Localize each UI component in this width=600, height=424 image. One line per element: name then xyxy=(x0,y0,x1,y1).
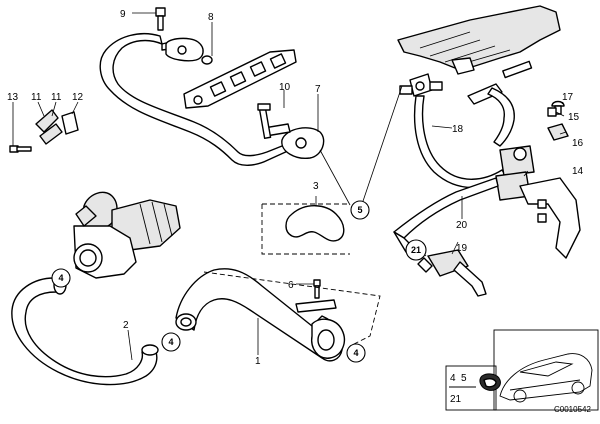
molded-hose-3[interactable] xyxy=(285,205,345,242)
callout-7: 7 xyxy=(315,84,321,95)
callout-4b: 4 xyxy=(168,337,173,347)
inset-label-21: 21 xyxy=(450,394,462,405)
callout-13: 13 xyxy=(7,92,19,103)
callout-5: 5 xyxy=(357,205,362,215)
clamp-11[interactable] xyxy=(35,109,63,145)
circled-callout-21: 21 xyxy=(405,239,427,261)
pipe-1[interactable] xyxy=(175,268,346,362)
clip-16[interactable] xyxy=(547,123,569,141)
gasket-12[interactable] xyxy=(61,111,79,135)
circled-callout-4c: 4 xyxy=(346,343,366,363)
circled-callout-4b: 4 xyxy=(161,332,181,352)
callout-17: 17 xyxy=(562,92,574,103)
bracket-14[interactable] xyxy=(519,177,581,259)
callout-10: 10 xyxy=(279,82,291,93)
callout-labels: 9 8 10 7 13 11 11 12 17 15 16 18 14 3 20… xyxy=(7,9,584,367)
filter-19[interactable] xyxy=(417,249,487,297)
diagram-code: C0010542 xyxy=(554,405,591,414)
vacuum-valve[interactable] xyxy=(399,73,443,97)
boundary-dash-1 xyxy=(261,204,350,255)
callout-4a: 4 xyxy=(58,273,63,283)
callout-3: 3 xyxy=(313,181,319,192)
callout-11a: 11 xyxy=(31,92,42,103)
hose-2[interactable] xyxy=(11,275,159,386)
boundary-dash-3 xyxy=(203,271,381,347)
inset-vehicle-panel xyxy=(445,329,599,411)
turbocharger[interactable] xyxy=(73,191,181,279)
callout-14: 14 xyxy=(572,166,584,177)
callout-4c: 4 xyxy=(353,348,358,358)
gasket-8[interactable] xyxy=(201,55,213,65)
callout-20: 20 xyxy=(456,220,468,231)
leader-lines xyxy=(12,12,567,361)
exhaust-manifold-gasket[interactable] xyxy=(183,49,297,109)
inset-label-4: 4 xyxy=(450,373,456,384)
callout-19: 19 xyxy=(456,243,468,254)
vacuum-line-20[interactable] xyxy=(393,177,499,253)
callout-6: 6 xyxy=(288,280,294,291)
callout-1: 1 xyxy=(255,356,261,367)
circled-callout-5: 5 xyxy=(350,200,370,220)
intake-manifold[interactable] xyxy=(397,5,561,79)
screw-6[interactable] xyxy=(313,279,321,299)
callout-9: 9 xyxy=(120,9,126,20)
bolt-10[interactable] xyxy=(257,103,272,139)
callout-11b: 11 xyxy=(51,92,62,103)
solenoid-valve[interactable] xyxy=(495,145,535,201)
callout-15: 15 xyxy=(568,112,580,123)
egr-flange-top[interactable] xyxy=(165,37,204,62)
inset-label-5: 5 xyxy=(461,373,467,384)
callout-2: 2 xyxy=(123,320,129,331)
hose-upper-right[interactable] xyxy=(467,83,515,147)
callout-8: 8 xyxy=(208,12,214,23)
callout-21: 21 xyxy=(411,245,421,255)
vacuum-hose-18[interactable] xyxy=(413,95,507,189)
callout-18: 18 xyxy=(452,124,464,135)
circled-callout-4a: 4 xyxy=(51,268,71,288)
screw-13[interactable] xyxy=(9,145,32,153)
callout-12: 12 xyxy=(72,92,84,103)
nut-15[interactable] xyxy=(547,107,557,117)
callout-16: 16 xyxy=(572,138,584,149)
bolt-9[interactable] xyxy=(155,7,166,31)
